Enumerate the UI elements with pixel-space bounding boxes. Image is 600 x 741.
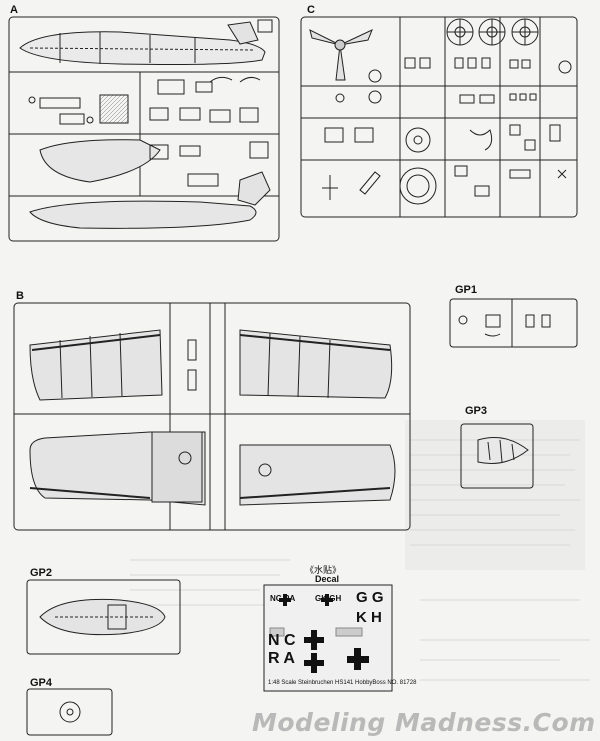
cross-icon-3 xyxy=(304,630,324,650)
sprue-b xyxy=(13,302,411,531)
decal-footer: 1:48 Scale Steinbruchen HS141 HobbyBoss … xyxy=(268,680,417,686)
sprue-gp4-label: GP4 xyxy=(30,677,53,689)
sprue-gp3-label: GP3 xyxy=(465,405,488,417)
sprue-gp2 xyxy=(26,579,181,655)
sprue-a-label: A xyxy=(10,4,18,16)
decal-code-n-c: N C xyxy=(268,632,296,649)
decal-code-g-g: G G xyxy=(356,589,384,606)
decal-sheet xyxy=(263,584,393,692)
cross-icon-4 xyxy=(304,653,324,673)
decal-title-cn: 《水贴》 xyxy=(305,566,342,576)
sprue-gp1-label: GP1 xyxy=(455,284,478,296)
watermark: Modeling Madness.Com xyxy=(252,708,596,737)
sprue-gp3 xyxy=(460,423,534,489)
decal-code-r-a: R A xyxy=(268,650,295,667)
sprue-a xyxy=(8,16,280,242)
sprue-c-label: C xyxy=(307,4,315,16)
decal-code-k-h: K H xyxy=(356,609,382,626)
sprue-b-label: B xyxy=(16,290,24,302)
cross-icon-1 xyxy=(279,594,291,606)
sprue-gp2-label: GP2 xyxy=(30,567,53,579)
sprue-c xyxy=(300,16,578,218)
decal-code-nc-ra: NC RA xyxy=(270,594,296,603)
cross-icon-2 xyxy=(321,594,333,606)
cross-icon-5 xyxy=(347,648,369,670)
decal-title-en: Decal xyxy=(315,574,340,584)
decal-code-gk-gh: GK GH xyxy=(315,594,342,603)
sprue-gp4 xyxy=(26,688,113,736)
sprue-gp1 xyxy=(449,298,578,348)
